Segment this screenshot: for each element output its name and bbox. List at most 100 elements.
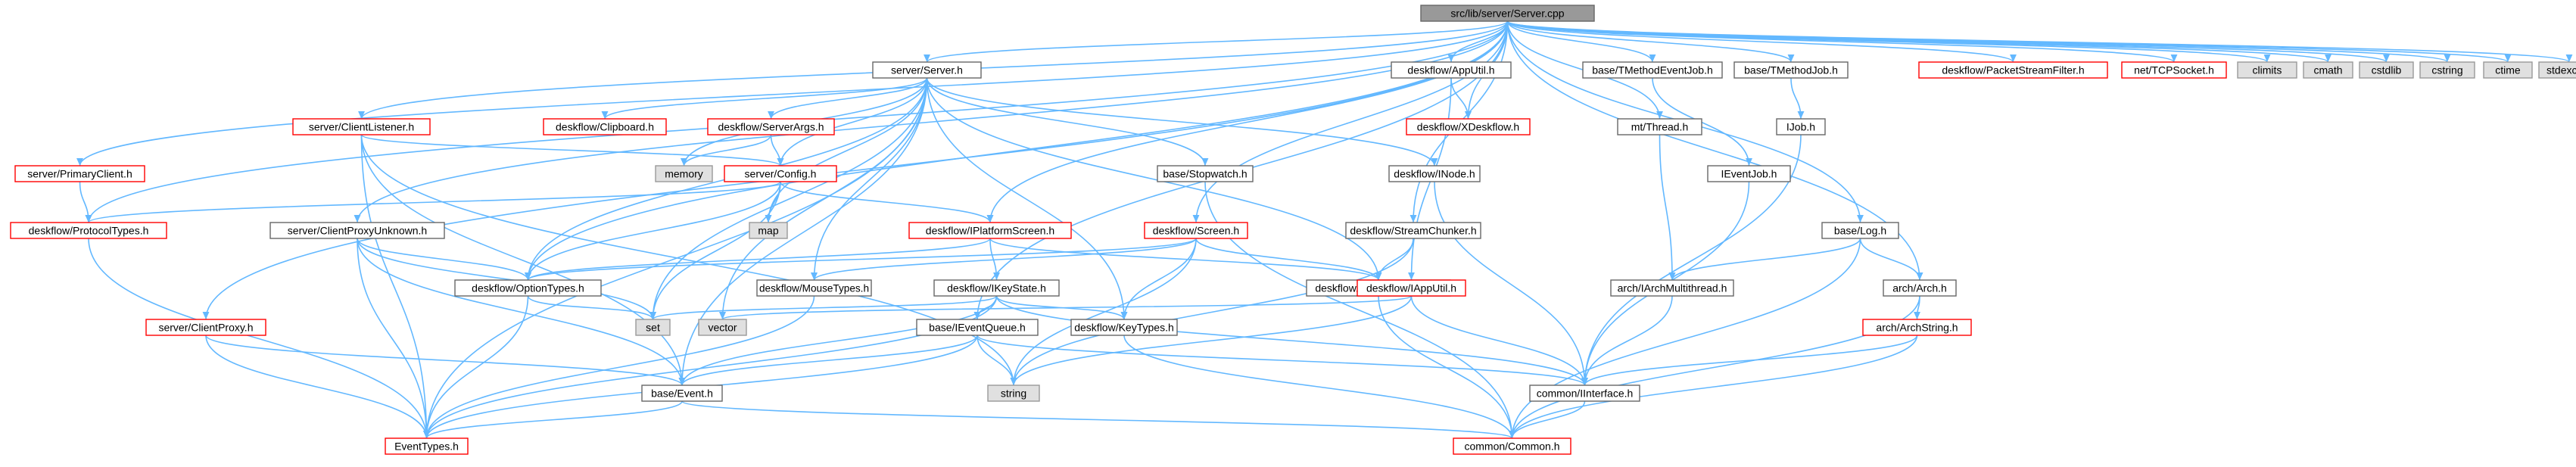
node-serverh[interactable]: server/Server.h bbox=[872, 61, 982, 79]
node-eventtypes[interactable]: EventTypes.h bbox=[385, 437, 469, 455]
node-psf[interactable]: deskflow/PacketStreamFilter.h bbox=[1918, 61, 2108, 79]
node-label-eventtypes: EventTypes.h bbox=[394, 441, 459, 453]
node-cpu[interactable]: server/ClientProxyUnknown.h bbox=[269, 222, 445, 239]
node-label-primary: server/PrimaryClient.h bbox=[27, 168, 132, 180]
node-archmt[interactable]: arch/IArchMultithread.h bbox=[1610, 279, 1734, 297]
node-label-ieventqueue: base/IEventQueue.h bbox=[929, 322, 1026, 334]
node-box-ijob bbox=[1776, 118, 1826, 135]
node-ikeystate[interactable]: deskflow/IKeyState.h bbox=[933, 279, 1060, 297]
node-xdeskflow[interactable]: deskflow/XDeskflow.h bbox=[1406, 118, 1531, 135]
node-label-tcps: net/TCPSocket.h bbox=[2134, 64, 2214, 76]
edge-cpu-to-eventtypes bbox=[357, 238, 430, 439]
edge-screen-to-option bbox=[525, 238, 1197, 281]
edge-root-to-cmath bbox=[1506, 20, 2331, 63]
node-cmath: cmath bbox=[2303, 61, 2353, 79]
node-label-archstring: arch/ArchString.h bbox=[1876, 322, 1958, 334]
node-label-tmj: base/TMethodJob.h bbox=[1744, 64, 1838, 76]
edge-iapputil-to-vector bbox=[719, 295, 1413, 320]
edge-stopwatch-to-common bbox=[1204, 181, 1515, 439]
node-primary[interactable]: server/PrimaryClient.h bbox=[14, 165, 145, 182]
edge-root-to-cstdlib bbox=[1506, 20, 2390, 63]
node-ipscreen[interactable]: deskflow/IPlatformScreen.h bbox=[908, 222, 1072, 239]
node-mouse[interactable]: deskflow/MouseTypes.h bbox=[756, 279, 872, 297]
edge-ikeystate-to-eventtypes bbox=[423, 295, 998, 439]
node-thread[interactable]: mt/Thread.h bbox=[1617, 118, 1702, 135]
node-label-root: src/lib/server/Server.cpp bbox=[1450, 8, 1564, 20]
node-box-cstdlib bbox=[2359, 61, 2414, 79]
node-box-root bbox=[1420, 5, 1595, 22]
node-label-protocol: deskflow/ProtocolTypes.h bbox=[29, 225, 149, 237]
node-apputil[interactable]: deskflow/AppUtil.h bbox=[1391, 61, 1512, 79]
node-tmj[interactable]: base/TMethodJob.h bbox=[1733, 61, 1849, 79]
node-label-xdeskflow: deskflow/XDeskflow.h bbox=[1417, 121, 1519, 133]
edge-ikeystate-to-set bbox=[649, 295, 998, 320]
node-cstring: cstring bbox=[2419, 61, 2475, 79]
edge-ieventqueue-to-event bbox=[678, 335, 978, 386]
node-serverargs[interactable]: deskflow/ServerArgs.h bbox=[707, 118, 835, 135]
node-box-serverh bbox=[872, 61, 982, 79]
node-protocol[interactable]: deskflow/ProtocolTypes.h bbox=[10, 222, 167, 239]
edge-root-to-arch bbox=[1506, 20, 1923, 281]
edge-serverh-to-config bbox=[777, 77, 928, 167]
node-box-archmt bbox=[1610, 279, 1734, 297]
node-box-ieventqueue bbox=[916, 319, 1039, 336]
node-common[interactable]: common/Common.h bbox=[1453, 437, 1571, 455]
node-box-option bbox=[454, 279, 602, 297]
node-box-cstring bbox=[2419, 61, 2475, 79]
edge-serverh-to-set bbox=[649, 77, 928, 320]
edge-screen-to-cliptypes bbox=[1195, 238, 1382, 281]
edge-root-to-tmeje bbox=[1506, 20, 1656, 63]
node-tmeje[interactable]: base/TMethodEventJob.h bbox=[1582, 61, 1723, 79]
edge-clientproxy-to-event bbox=[205, 335, 686, 386]
node-clipboard[interactable]: deskflow/Clipboard.h bbox=[543, 118, 667, 135]
node-iinterface[interactable]: common/IInterface.h bbox=[1529, 384, 1640, 402]
node-clistener[interactable]: server/ClientListener.h bbox=[292, 118, 431, 135]
node-screen[interactable]: deskflow/Screen.h bbox=[1144, 222, 1248, 239]
node-label-set: set bbox=[646, 322, 660, 334]
node-event[interactable]: base/Event.h bbox=[641, 384, 723, 402]
node-label-log: base/Log.h bbox=[1834, 225, 1886, 237]
node-stopwatch[interactable]: base/Stopwatch.h bbox=[1157, 165, 1254, 182]
node-tcps[interactable]: net/TCPSocket.h bbox=[2121, 61, 2227, 79]
edge-thread-to-archmt bbox=[1659, 134, 1676, 281]
node-map: map bbox=[749, 222, 788, 239]
node-box-clientproxy bbox=[145, 319, 266, 336]
node-box-iinterface bbox=[1529, 384, 1640, 402]
edge-cliptypes-to-common bbox=[1378, 295, 1515, 439]
edge-config-to-protocol bbox=[85, 181, 781, 223]
edge-clientproxy-to-eventtypes bbox=[205, 335, 430, 439]
node-log[interactable]: base/Log.h bbox=[1821, 222, 1899, 239]
edge-config-to-ipscreen bbox=[780, 181, 994, 223]
node-ieventqueue[interactable]: base/IEventQueue.h bbox=[916, 319, 1039, 336]
node-clientproxy[interactable]: server/ClientProxy.h bbox=[145, 319, 266, 336]
node-option[interactable]: deskflow/OptionTypes.h bbox=[454, 279, 602, 297]
node-ijob[interactable]: IJob.h bbox=[1776, 118, 1826, 135]
node-iapputil[interactable]: deskflow/IAppUtil.h bbox=[1357, 279, 1466, 297]
node-archstring[interactable]: arch/ArchString.h bbox=[1862, 319, 1972, 336]
edge-mouse-to-eventtypes bbox=[423, 295, 815, 439]
edge-root-to-primary bbox=[76, 20, 1509, 167]
node-ieventjob[interactable]: IEventJob.h bbox=[1707, 165, 1791, 182]
edge-root-to-ipscreen bbox=[986, 20, 1509, 223]
edge-stream-to-string bbox=[1010, 238, 1414, 386]
node-box-config bbox=[724, 165, 837, 182]
edge-clistener-to-config bbox=[360, 134, 784, 167]
node-root[interactable]: src/lib/server/Server.cpp bbox=[1420, 5, 1595, 22]
node-keytypes[interactable]: deskflow/KeyTypes.h bbox=[1070, 319, 1178, 336]
edge-clistener-to-eventtypes bbox=[360, 134, 430, 439]
node-label-screen: deskflow/Screen.h bbox=[1153, 225, 1239, 237]
node-inode[interactable]: deskflow/INode.h bbox=[1388, 165, 1481, 182]
node-cstdlib: cstdlib bbox=[2359, 61, 2414, 79]
edge-serverh-to-stopwatch bbox=[926, 77, 1209, 167]
node-arch[interactable]: arch/Arch.h bbox=[1883, 279, 1957, 297]
node-label-event: base/Event.h bbox=[651, 388, 713, 400]
edge-serverargs-to-config bbox=[770, 134, 784, 167]
node-label-ipscreen: deskflow/IPlatformScreen.h bbox=[926, 225, 1054, 237]
node-box-inode bbox=[1388, 165, 1481, 182]
node-stream[interactable]: deskflow/StreamChunker.h bbox=[1345, 222, 1481, 239]
edge-log-to-archmt bbox=[1668, 238, 1861, 281]
node-config[interactable]: server/Config.h bbox=[724, 165, 837, 182]
edge-keytypes-to-common bbox=[1123, 335, 1515, 439]
node-box-archstring bbox=[1862, 319, 1972, 336]
node-label-iapputil: deskflow/IAppUtil.h bbox=[1366, 282, 1456, 294]
